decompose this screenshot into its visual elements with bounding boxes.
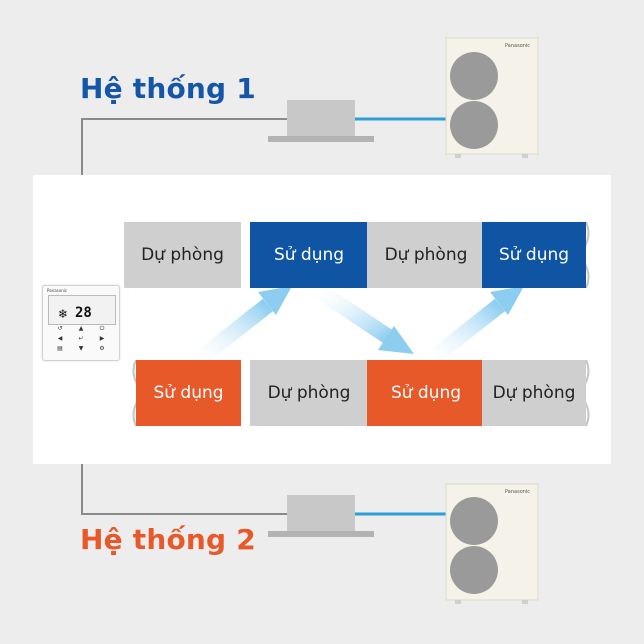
top-tile-1: Dự phòng	[124, 222, 241, 288]
menu-icon: ▤	[57, 345, 63, 352]
outdoor-brand-bottom: Panasonic	[505, 489, 531, 495]
enter-icon: ↵	[78, 335, 84, 342]
remote-controller: Panasonic ❄ 28 ↺ ▲ ⏻ ◀ ↵ ▶ ▤ ▼ ⚙	[42, 285, 120, 361]
settings-icon: ⚙	[99, 345, 105, 352]
up-arrow-icon: ▲	[78, 325, 84, 332]
return-icon: ↺	[57, 325, 63, 332]
controller-brand: Panasonic	[47, 288, 68, 293]
outdoor-brand-top: Panasonic	[505, 43, 531, 49]
arrow-down-1	[313, 283, 414, 354]
arrow-up-2	[425, 286, 524, 367]
bottom-tile-4: Dự phòng	[482, 360, 586, 426]
bottom-tile-2: Dự phòng	[250, 360, 368, 426]
arrow-up-1	[193, 286, 292, 367]
outdoor-unit-top	[445, 37, 539, 158]
indoor-unit-top	[268, 100, 374, 142]
power-icon: ⏻	[99, 325, 105, 332]
right-arrow-icon: ▶	[99, 335, 105, 342]
left-arrow-icon: ◀	[57, 335, 63, 342]
snowflake-icon: ❄	[58, 307, 69, 321]
top-tile-2: Sử dụng	[250, 222, 368, 288]
indoor-unit-bottom	[268, 495, 374, 537]
controller-screen: ❄ 28	[48, 295, 116, 325]
bottom-tile-1: Sử dụng	[136, 360, 241, 426]
down-arrow-icon: ▼	[78, 345, 84, 352]
top-tile-4: Sử dụng	[482, 222, 586, 288]
top-tile-3: Dự phòng	[367, 222, 485, 288]
controller-temperature: 28	[75, 305, 92, 321]
outdoor-unit-bottom	[445, 483, 539, 604]
system-2-title: Hệ thống 2	[80, 523, 256, 556]
bottom-tile-3: Sử dụng	[367, 360, 485, 426]
system-1-title: Hệ thống 1	[80, 72, 256, 105]
